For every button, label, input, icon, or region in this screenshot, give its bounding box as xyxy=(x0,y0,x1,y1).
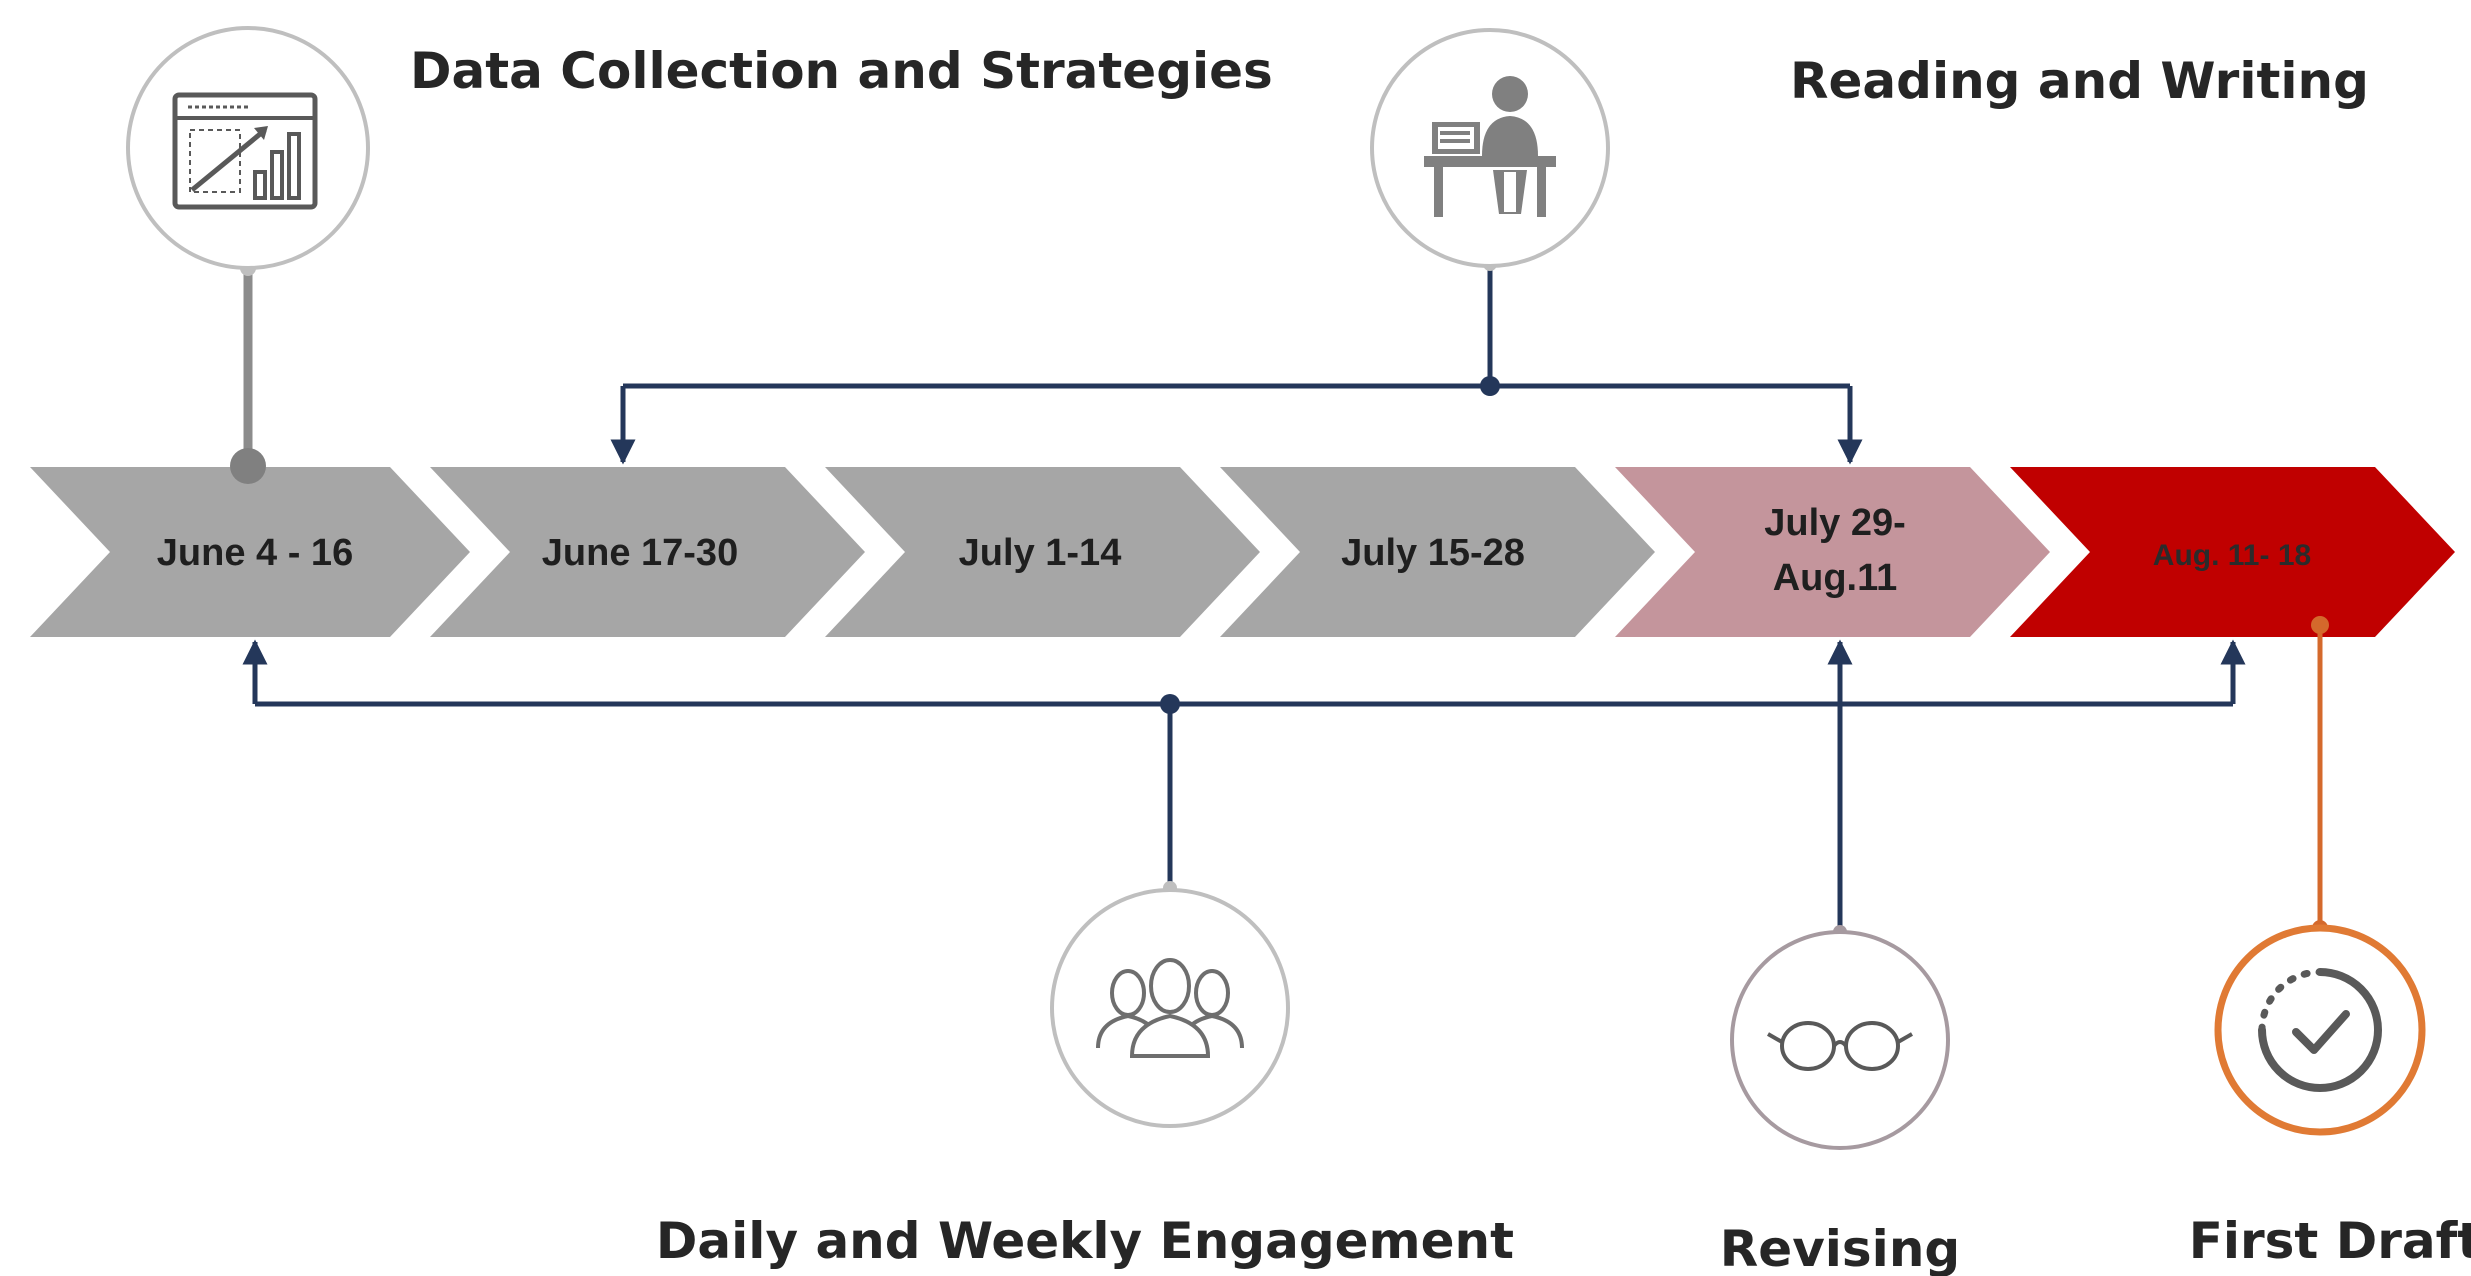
milestone-title-reading-writing: Reading and Writing xyxy=(1790,52,2369,110)
chevron-label: June 4 - 16 xyxy=(157,532,353,574)
connector-reading-writing xyxy=(610,257,1863,465)
chevron-label: July 1-14 xyxy=(959,532,1122,574)
chevron-labels: June 4 - 16 June 17-30 July 1-14 July 15… xyxy=(157,502,2311,599)
person-at-desk-icon xyxy=(1370,28,1610,268)
chevron-label-line1: July 29- xyxy=(1764,502,1906,544)
connector-revising xyxy=(1827,639,1853,939)
group-people-icon xyxy=(1050,888,1290,1128)
milestone-title-engagement: Daily and Weekly Engagement xyxy=(656,1212,1514,1270)
chevron-label-line2: Aug.11 xyxy=(1773,557,1898,599)
chevron-july-15-28 xyxy=(1220,467,1655,637)
chevron-aug-11-18 xyxy=(2010,467,2455,637)
timeline-chevrons xyxy=(30,467,2455,637)
connector-engagement xyxy=(242,639,2246,895)
chevron-june-4-16 xyxy=(30,467,470,637)
chevron-june-17-30 xyxy=(430,467,865,637)
milestone-title-first-draft: First Draft xyxy=(2189,1212,2471,1270)
connector-first-draft xyxy=(2311,616,2329,936)
chevron-label: June 17-30 xyxy=(542,532,738,574)
milestone-title-revising: Revising xyxy=(1720,1220,1960,1276)
milestone-title-data-collection: Data Collection and Strategies xyxy=(410,42,1273,100)
chevron-label: Aug. 11- 18 xyxy=(2153,539,2311,572)
eyeglasses-icon xyxy=(1730,930,1950,1150)
chart-growth-icon xyxy=(126,26,370,270)
chevron-july-1-14 xyxy=(825,467,1260,637)
chevron-july-29-aug-11 xyxy=(1615,467,2050,637)
check-circle-icon xyxy=(2214,924,2426,1136)
chevron-label: July 15-28 xyxy=(1341,532,1525,574)
connector-data-collection xyxy=(230,260,266,484)
